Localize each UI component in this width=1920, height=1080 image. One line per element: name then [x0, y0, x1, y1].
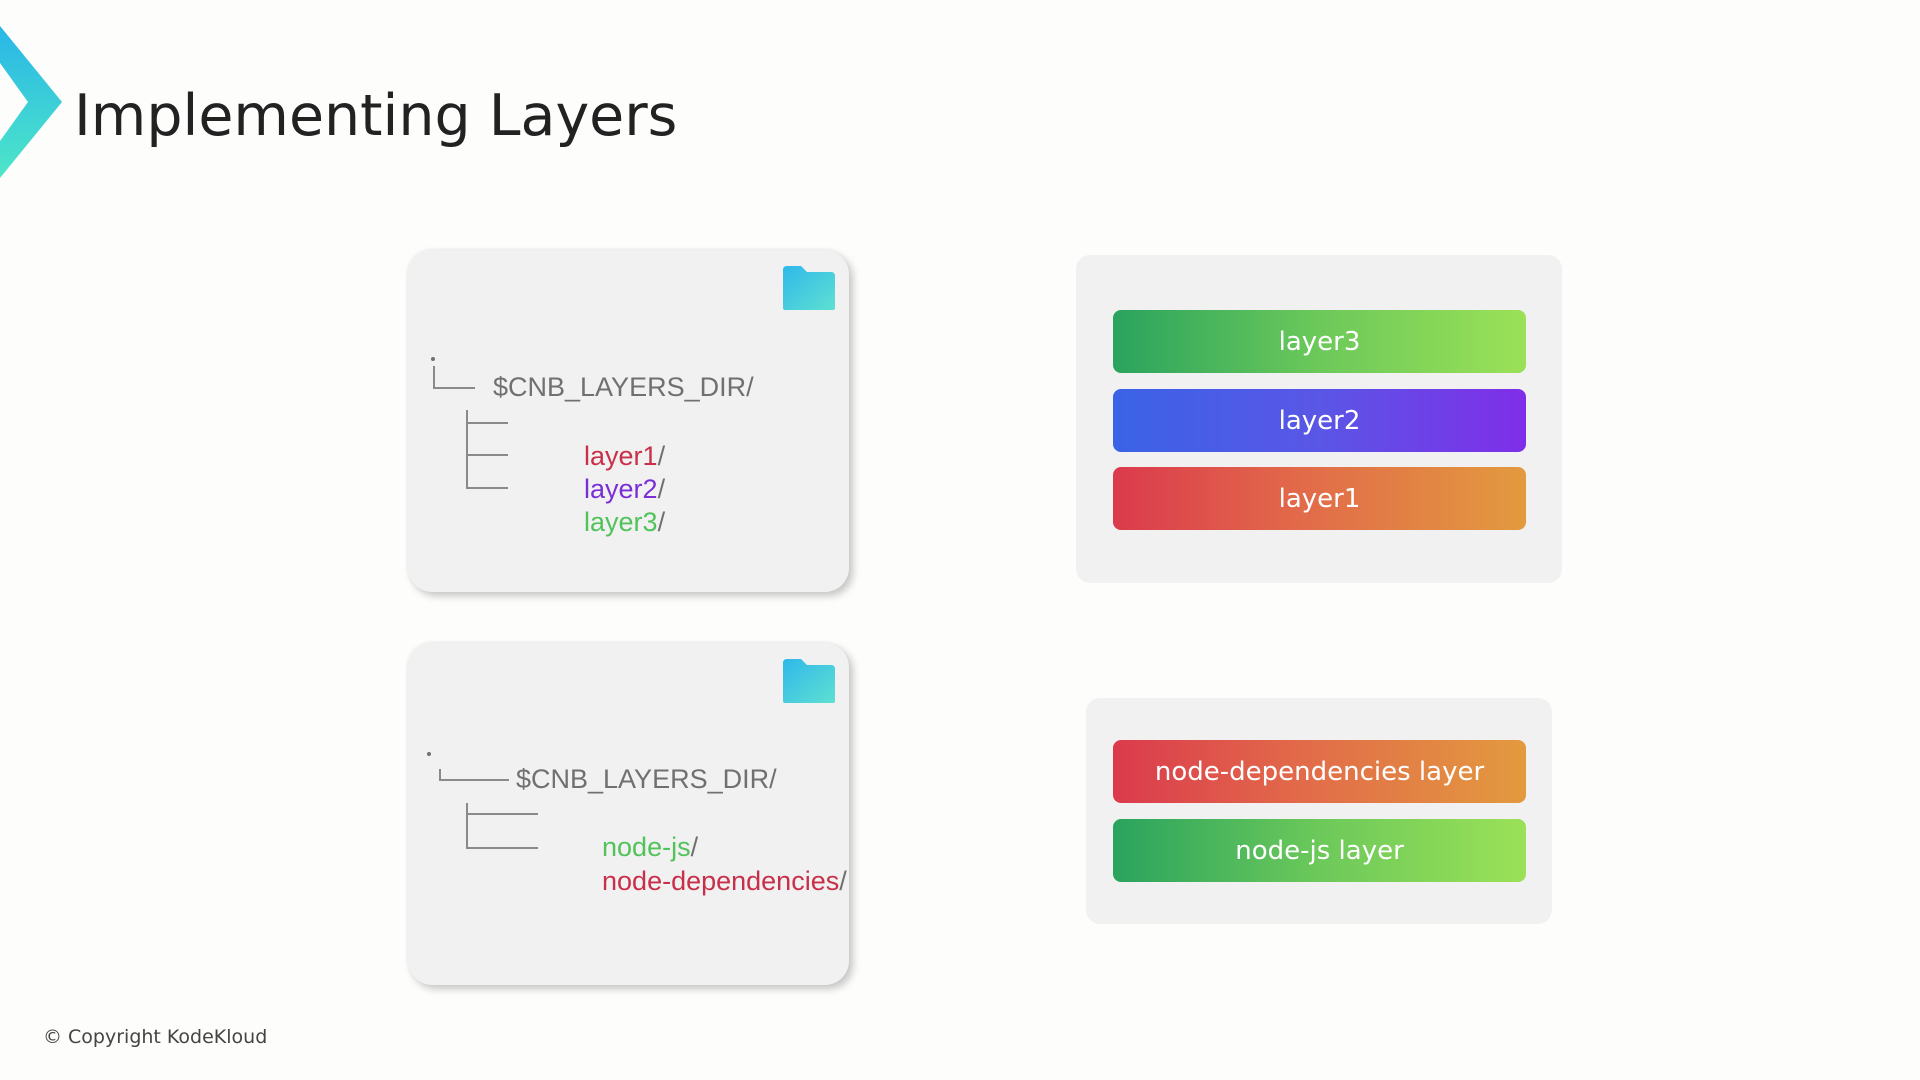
tree-entry-layer3: layer3/: [584, 507, 666, 537]
tree-connector: [466, 454, 508, 489]
folder-icon: [783, 659, 835, 703]
directory-tree-card-node: $CNB_LAYERS_DIR/ node-js/ node-dependenc…: [408, 643, 849, 985]
layer-bar-node-js: node-js layer: [1113, 819, 1526, 882]
layer-bar-layer2: layer2: [1113, 389, 1526, 452]
tree-entry-layer1: layer1/: [584, 441, 666, 471]
tree-entry-layer2: layer2/: [584, 474, 666, 504]
tree-root-dot: [427, 752, 431, 756]
folder-icon: [783, 266, 835, 310]
directory-tree: $CNB_LAYERS_DIR/ node-js/ node-dependenc…: [408, 643, 849, 985]
chevron-icon: [0, 26, 62, 178]
layer-stack-panel: layer3 layer2 layer1: [1076, 255, 1562, 583]
directory-tree: $CNB_LAYERS_DIR/ layer1/ layer2/ layer3/: [408, 250, 849, 592]
layer-bar-node-dependencies: node-dependencies layer: [1113, 740, 1526, 803]
tree-entry-node-js: node-js/: [602, 832, 699, 862]
copyright-footer: © Copyright KodeKloud: [43, 1026, 268, 1048]
tree-connector: [439, 769, 509, 781]
tree-root-dot: [431, 357, 435, 361]
tree-dir-label: $CNB_LAYERS_DIR/: [516, 764, 777, 794]
layer-bar-layer3: layer3: [1113, 310, 1526, 373]
directory-tree-card-layers: $CNB_LAYERS_DIR/ layer1/ layer2/ layer3/: [408, 250, 849, 592]
tree-entry-node-dependencies: node-dependencies/: [602, 866, 847, 896]
tree-connector: [466, 410, 508, 424]
page-title: Implementing Layers: [74, 83, 678, 149]
tree-connector: [466, 422, 508, 456]
tree-connector: [466, 813, 538, 849]
node-layer-stack-panel: node-dependencies layer node-js layer: [1086, 698, 1552, 924]
tree-dir-label: $CNB_LAYERS_DIR/: [493, 372, 754, 402]
tree-connector: [433, 366, 475, 389]
tree-connector: [466, 803, 538, 815]
layer-bar-layer1: layer1: [1113, 467, 1526, 530]
